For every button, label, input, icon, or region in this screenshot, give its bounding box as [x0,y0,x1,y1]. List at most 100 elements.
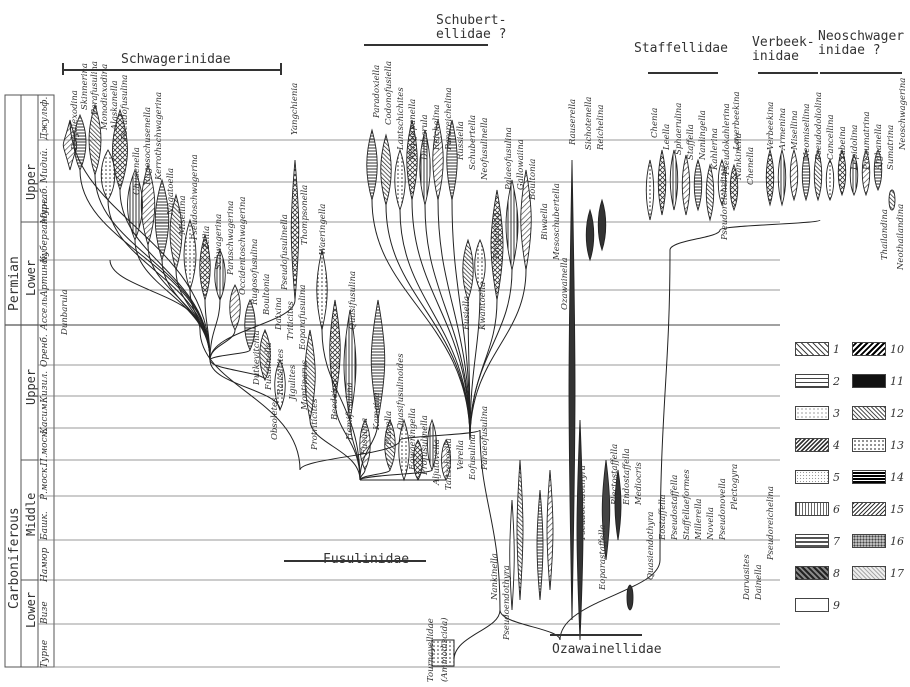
verbeekinidae-bracket [758,72,818,74]
genus-label: Verbeekina [766,101,776,150]
fusulinid-range [316,249,328,331]
legend-number: 17 [890,567,904,580]
schubertellid-range [462,238,474,302]
genus-label: Nagatoella [166,167,176,215]
legend-number: 11 [890,375,904,388]
schwagerinid-range [100,149,116,201]
legend-swatch [795,598,829,612]
genus-label: Pseudodoliolina [814,91,824,160]
genus-label: Loverbeekina [732,91,742,150]
ozawainellid-range [585,208,595,262]
genus-label: Palaeofusulina [504,127,514,190]
genus-label: Codonofusiella [384,60,394,125]
schubertellid-link [385,204,471,441]
staffellidae-bracket [648,72,718,74]
genus-label: Pseudoschwagerina [190,154,200,240]
genus-label: Darvasites [742,554,752,600]
genus-label: Alaskanella [110,80,120,130]
fusulinid-range [427,418,437,472]
genus-label: Dunbarula [420,114,430,160]
series-perm-lower: Lower [24,259,38,296]
schwagerinid-range [183,218,197,292]
genus-label: Chenella [746,146,756,185]
genus-label: Pseudoendothyra [502,565,512,640]
genus-label: Biwaella [540,203,550,240]
fusulinid-range [398,418,410,482]
genus-label: Pseudoendothyra [578,465,588,540]
genus-label: Misellina [178,195,188,235]
family-schwagerinidae: Schwagerinidae [118,53,234,67]
genus-label: Mesoschubertella [552,183,562,260]
genus-label: Neomisellina [802,103,812,160]
genus-label: Pseudofusulinella [280,214,290,290]
genus-label: Daixina [274,297,284,330]
genus-label: Eostaffella [658,494,668,540]
staffellid-range [717,158,727,207]
stage-label: Визе [40,601,50,624]
stage-label: Кизил. [40,370,50,403]
genus-label: Montiparus [300,360,310,410]
genus-label: Triticites [286,301,296,340]
legend-number: 10 [890,343,904,356]
legend-swatch [852,374,886,388]
fusulinid-link [359,419,379,481]
legend-swatch [795,534,829,548]
schubertellid-link [469,289,481,441]
genus-label: Chenia [650,107,660,138]
genus-label: Yangchienia [290,82,300,135]
genus-label: Quasifusulinoides [396,353,406,430]
legend-number: 12 [890,407,904,420]
schubertellid-range [474,238,486,292]
ozawainellid-range [626,584,634,611]
legend-swatch [852,342,886,356]
legend-swatch [795,566,829,580]
ozawainellid-range [601,459,611,561]
fusulinid-link [309,419,361,481]
schubertellid-range [505,179,519,271]
staffellid-range [669,149,679,211]
schwagerinid-link [79,169,211,361]
genus-label: Neothailandina [896,203,906,270]
fusulinid-range [384,418,396,472]
legend-number: 4 [833,439,840,452]
genus-label: Rugosochusenella [143,106,153,185]
genus-label: Kahlerina [710,128,720,170]
schubertellid-link [437,199,471,441]
stage-label: Намюр [40,547,50,582]
genus-label: Monodiexodina [100,63,110,130]
schwagerinid-link [209,299,221,361]
schwagerinid-range [88,103,102,177]
schubertellid-range [406,119,418,201]
genus-label: Boultonia [528,158,538,200]
family-staffellidae: Staffellidae [634,41,728,56]
genus-label: Aljutovella [432,439,442,485]
genus-label: Eoparastaffella [598,524,608,590]
schubertellid-range [366,128,378,202]
ozawainellid-range [509,499,515,611]
verbeekinid-range [888,189,896,211]
genus-label: Rugosofusulina [250,238,260,305]
verbeekinid-range [777,148,787,207]
legend-number: 6 [833,503,840,516]
genus-label: Gallowaiina [516,139,526,190]
legend-swatch [795,406,829,420]
schubertellid-link [399,209,471,441]
schwagerinid-range [229,284,241,331]
schubertellid-link [469,269,527,441]
legend-number: 8 [833,567,840,580]
legend-number: 15 [890,503,904,516]
verbeekinid-range [813,148,823,202]
schwagerinid-range [214,248,226,302]
ozawainellid-range [597,198,607,252]
genus-label: Schwagerina [214,213,224,270]
genus-label: Sphaerulina [674,102,684,155]
genus-label: Beedeina [330,379,340,420]
schwagerinid-link [209,349,251,361]
fusulinid-range [329,299,341,401]
genus-label: Obsoletes [270,397,280,440]
family-schubertellidae: Schubert- ellidae ? [436,13,507,42]
stage-label: П.моск. [40,429,50,466]
genus-label: Nankinella [490,553,500,600]
schwagerinid-range [244,298,256,352]
legend-number: 2 [833,375,840,388]
